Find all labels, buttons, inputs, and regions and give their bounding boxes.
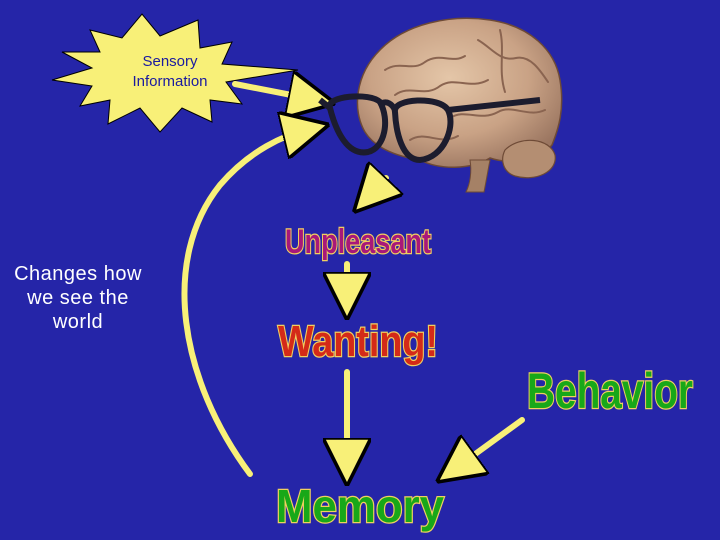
wanting-label: Wanting! <box>278 317 438 366</box>
sensory-starburst: Sensory Information <box>51 13 299 133</box>
brainstem-icon <box>465 159 491 193</box>
sensory-label-line2: Information <box>132 73 207 90</box>
sensory-label-line1: Sensory <box>142 53 198 70</box>
sensory-to-brain-arrow <box>232 84 312 99</box>
glasses-icon <box>318 93 541 164</box>
brain-to-unpleasant-arrow <box>370 178 386 195</box>
brain-folds <box>384 29 549 141</box>
feedback-curve-arrow <box>181 130 306 477</box>
cerebellum-icon <box>502 139 556 179</box>
unpleasant-label: Unpleasant <box>285 223 431 261</box>
starburst-shape <box>51 13 299 133</box>
brain-icon <box>356 17 563 168</box>
side-note: Changes how we see the world <box>14 263 142 333</box>
behavior-label: Behavior <box>527 363 693 419</box>
memory-label: Memory <box>276 480 444 532</box>
behavior-to-memory-arrow <box>456 417 525 468</box>
brain-with-glasses <box>318 17 563 193</box>
